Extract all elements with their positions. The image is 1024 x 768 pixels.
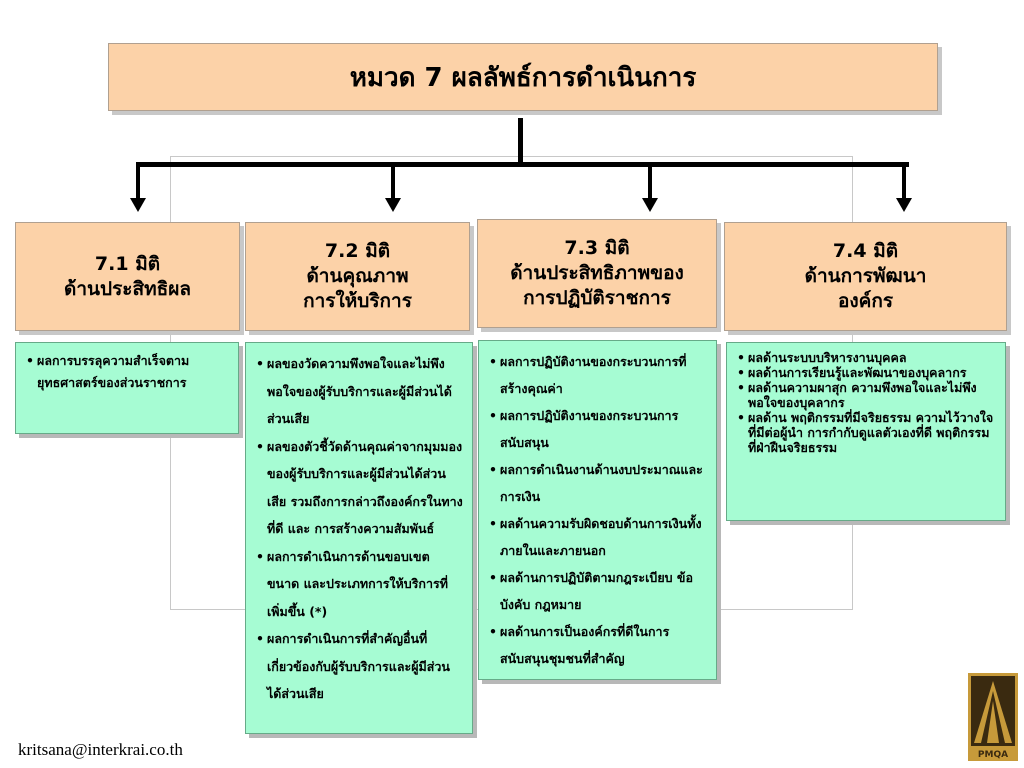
connector-drop-2 — [391, 162, 395, 198]
detail-list: ผลของวัดความพึงพอใจและไม่พึงพอใจของผู้รั… — [256, 350, 464, 708]
dimension-label: การให้บริการ — [303, 289, 412, 312]
list-item: ผลด้านการปฏิบัติตามกฎระเบียบ ข้อบังคับ ก… — [489, 564, 708, 618]
detail-list: ผลด้านระบบบริหารงานบุคคล ผลด้านการเรียนร… — [737, 350, 997, 455]
list-item: ผลการปฏิบัติงานของกระบวนการที่สร้างคุณค่… — [489, 348, 708, 402]
connector-drop-3 — [648, 162, 652, 198]
dimension-label: ด้านการพัฒนา — [804, 265, 927, 288]
list-item: ผลด้านการเรียนรู้และพัฒนาของบุคลากร — [737, 365, 997, 380]
page-title-text: หมวด 7 ผลลัพธ์การดำเนินการ — [349, 62, 697, 93]
arrow-head-3 — [642, 198, 658, 212]
detail-box-7-4: ผลด้านระบบบริหารงานบุคคล ผลด้านการเรียนร… — [726, 342, 1006, 521]
list-item: ผลด้านระบบบริหารงานบุคคล — [737, 350, 997, 365]
dimension-label: 7.3 มิติ — [564, 237, 630, 260]
dimension-label: 7.4 มิติ — [832, 240, 899, 263]
detail-box-7-1: ผลการบรรลุความสำเร็จตามยุทธศาสตร์ของส่วน… — [15, 342, 239, 434]
logo-text: PMQA — [978, 750, 1008, 760]
dimension-label: ด้านประสิทธิภาพของ — [510, 262, 684, 285]
list-item: ผลด้านความผาสุก ความพึงพอใจและไม่พึงพอใจ… — [737, 380, 997, 410]
dimension-label: ด้านประสิทธิผล — [64, 277, 191, 300]
arrow-head-2 — [385, 198, 401, 212]
list-item: ผลการปฏิบัติงานของกระบวนการสนับสนุน — [489, 402, 708, 456]
page-title: หมวด 7 ผลลัพธ์การดำเนินการ — [108, 43, 938, 111]
detail-list: ผลการบรรลุความสำเร็จตามยุทธศาสตร์ของส่วน… — [26, 350, 230, 394]
list-item: ผลการบรรลุความสำเร็จตามยุทธศาสตร์ของส่วน… — [26, 350, 230, 394]
dimension-box-7-3: 7.3 มิติ ด้านประสิทธิภาพของ การปฏิบัติรา… — [477, 219, 717, 328]
list-item: ผลของตัวชี้วัดด้านคุณค่าจากมุมมองของผู้ร… — [256, 433, 464, 543]
arrow-head-4 — [896, 198, 912, 212]
dimension-label: การปฏิบัติราชการ — [523, 286, 671, 309]
list-item: ผลการดำเนินการด้านขอบเขต ขนาด และประเภทก… — [256, 543, 464, 626]
pmqa-logo-icon: PMQA — [968, 673, 1018, 761]
pmqa-logo: PMQA — [968, 673, 1018, 761]
list-item: ผลการดำเนินงานด้านงบประมาณและการเงิน — [489, 456, 708, 510]
list-item: ผลด้านการเป็นองค์กรที่ดีในการสนับสนุนชุม… — [489, 618, 708, 672]
dimension-box-7-2: 7.2 มิติ ด้านคุณภาพ การให้บริการ — [245, 222, 470, 331]
detail-box-7-2: ผลของวัดความพึงพอใจและไม่พึงพอใจของผู้รั… — [245, 342, 473, 734]
dimension-box-7-1: 7.1 มิติ ด้านประสิทธิผล — [15, 222, 240, 331]
footer-email: kritsana@interkrai.co.th — [18, 740, 183, 759]
connector-vertical-main — [518, 118, 523, 164]
list-item: ผลด้าน พฤติกรรมที่มีจริยธรรม ความไว้วางใ… — [737, 410, 997, 455]
list-item: ผลการดำเนินการที่สำคัญอื่นที่เกี่ยวข้องก… — [256, 625, 464, 708]
dimension-box-7-4: 7.4 มิติ ด้านการพัฒนา องค์กร — [724, 222, 1007, 331]
detail-box-7-3: ผลการปฏิบัติงานของกระบวนการที่สร้างคุณค่… — [478, 340, 717, 680]
connector-drop-4 — [902, 162, 906, 198]
arrow-head-1 — [130, 198, 146, 212]
dimension-label: 7.1 มิติ — [94, 252, 161, 275]
connector-horizontal — [137, 162, 909, 167]
dimension-label: ด้านคุณภาพ — [306, 265, 409, 288]
connector-drop-1 — [136, 162, 140, 198]
list-item: ผลด้านความรับผิดชอบด้านการเงินทั้งภายในแ… — [489, 510, 708, 564]
list-item: ผลของวัดความพึงพอใจและไม่พึงพอใจของผู้รั… — [256, 350, 464, 433]
dimension-label: องค์กร — [837, 289, 894, 312]
detail-list: ผลการปฏิบัติงานของกระบวนการที่สร้างคุณค่… — [489, 348, 708, 672]
dimension-label: 7.2 มิติ — [324, 240, 391, 263]
